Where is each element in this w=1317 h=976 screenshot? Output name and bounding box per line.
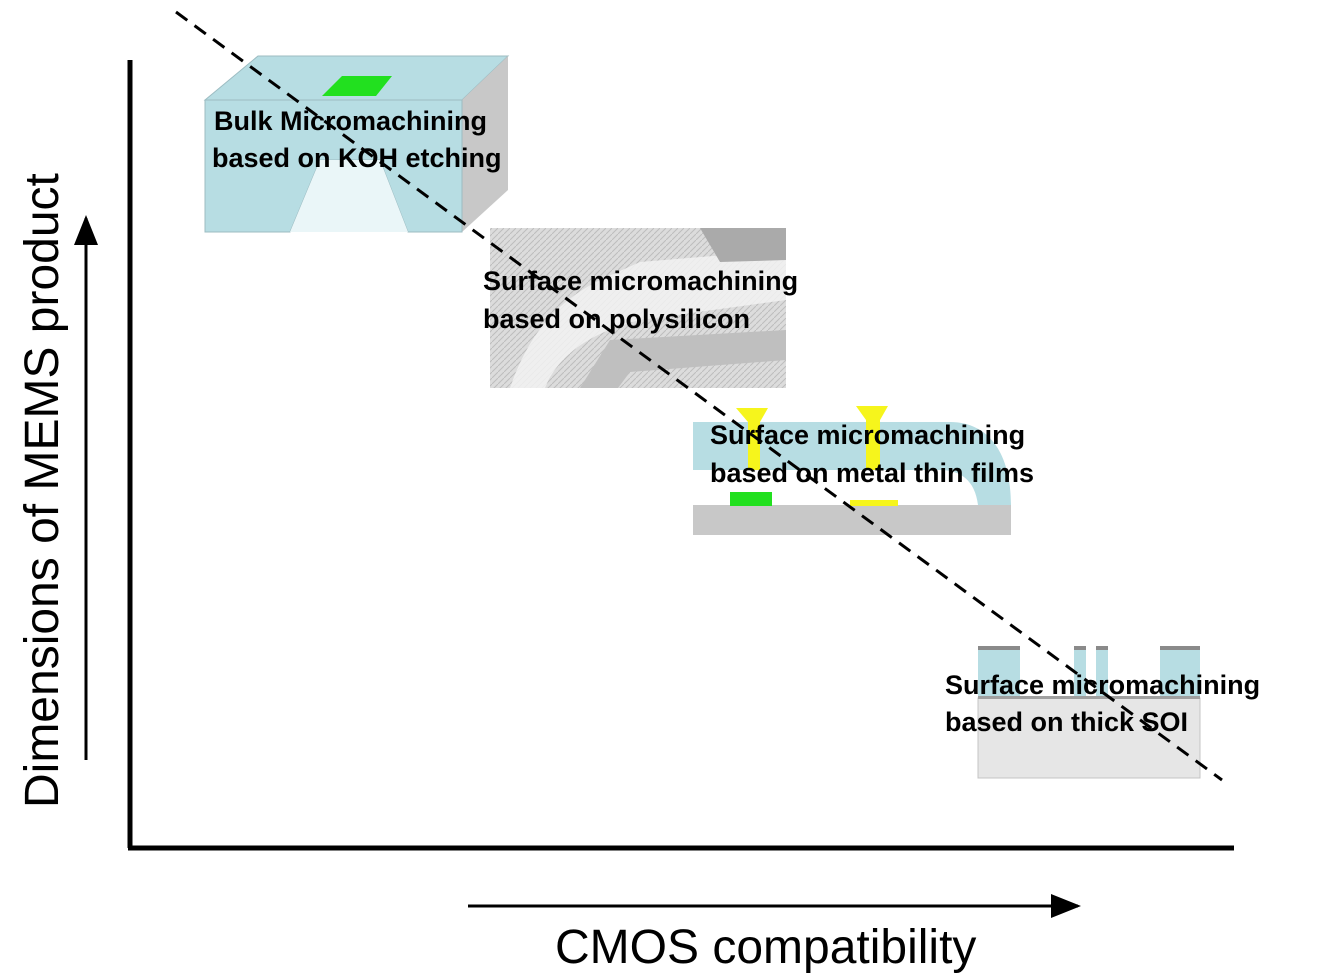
label-surface-polysilicon: Surface micromachining based on polysili… [483,266,798,334]
anchor-yellow-left [736,408,768,470]
metal-thin-film-illustration [693,406,1011,535]
label-line-2: based on polysilicon [483,304,750,334]
label-bulk-koh: Bulk Micromachining based on KOH etching [212,106,502,173]
label-surface-metal: Surface micromachining based on metal th… [710,420,1034,488]
bulk-micromachining-illustration [203,55,510,233]
anchor-yellow-right [856,406,888,470]
label-line-2: based on thick SOI [945,707,1188,737]
x-axis-title: CMOS compatibility [555,921,976,974]
electrode-green [730,492,772,506]
trend-dashed-line [175,10,1223,782]
axes [127,60,1234,851]
label-line-1: Bulk Micromachining [214,106,487,136]
label-line-1: Surface micromachining [483,266,798,296]
polysilicon-sem-image [490,228,786,388]
label-line-1: Surface micromachining [710,420,1025,450]
label-line-2: based on metal thin films [710,458,1034,488]
y-axis-title: Dimensions of MEMS product [16,173,69,808]
label-surface-soi: Surface micromachining based on thick SO… [945,670,1260,737]
label-line-2: based on KOH etching [212,143,502,173]
membrane-green [322,76,392,96]
label-line-1: Surface micromachining [945,670,1260,700]
